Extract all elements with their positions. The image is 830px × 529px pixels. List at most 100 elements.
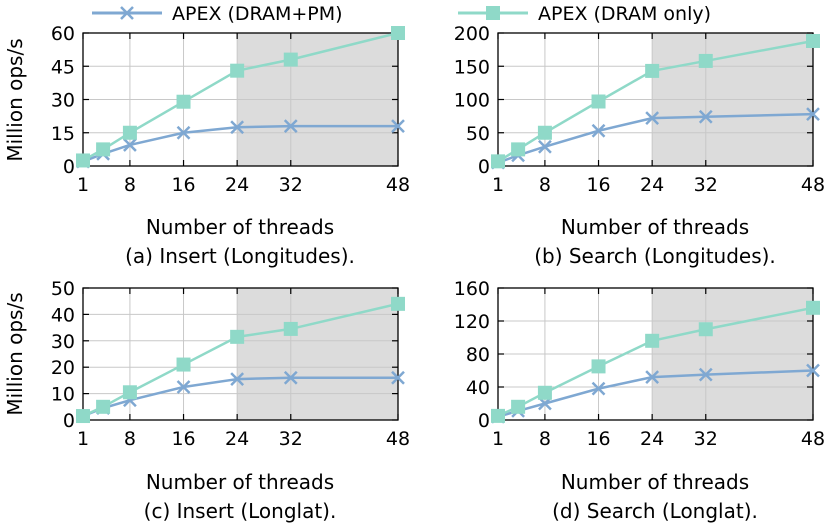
data-point [511, 399, 526, 414]
x-tick-label: 16 [171, 428, 195, 450]
x-tick-label: 48 [386, 174, 410, 196]
y-tick-label: 120 [454, 311, 490, 333]
data-point [806, 33, 820, 48]
y-tick-label: 150 [454, 56, 490, 78]
data-point [645, 111, 660, 126]
y-tick-label: 200 [454, 23, 490, 45]
x-axis-label: Number of threads [146, 215, 334, 239]
data-point [96, 399, 111, 414]
x-tick-label: 24 [640, 428, 664, 450]
data-point [283, 52, 298, 67]
y-tick-label: 15 [51, 123, 75, 145]
plot-frame [82, 287, 399, 421]
x-tick-label: 32 [694, 174, 718, 196]
legend-label: APEX (DRAM+PM) [172, 3, 343, 25]
data-point [491, 408, 505, 423]
data-point [491, 154, 505, 169]
data-point [230, 120, 245, 135]
data-point [391, 26, 405, 40]
data-point [645, 370, 660, 384]
data-point [698, 322, 713, 337]
y-axis-label: Million ops/s [3, 38, 27, 161]
data-point [698, 367, 713, 382]
y-tick-label: 0 [63, 156, 75, 178]
data-point [591, 123, 606, 138]
data-point [511, 142, 526, 157]
legend-label: APEX (DRAM only) [538, 3, 711, 25]
data-point [76, 153, 90, 168]
legend-marker [120, 6, 134, 20]
y-tick-label: 80 [466, 344, 490, 366]
x-tick-label: 16 [586, 428, 610, 450]
x-tick-label: 1 [77, 428, 89, 450]
data-point [591, 359, 606, 374]
data-point [537, 385, 552, 400]
x-axis-label: Number of threads [561, 215, 749, 239]
y-tick-label: 40 [51, 304, 75, 326]
data-point [538, 139, 552, 154]
data-point [283, 321, 298, 336]
y-tick-label: 50 [466, 123, 490, 145]
data-point [591, 381, 606, 396]
x-tick-label: 16 [586, 174, 610, 196]
panel-caption: (c) Insert (Longlat). [144, 499, 337, 523]
y-tick-label: 30 [51, 90, 75, 112]
data-point [176, 357, 191, 372]
legend-marker [486, 6, 500, 20]
data-point [230, 63, 245, 78]
data-point [283, 119, 298, 133]
data-point [806, 300, 820, 315]
panel-caption: (d) Search (Longlat). [552, 499, 758, 523]
data-point [391, 119, 405, 133]
data-point [122, 125, 137, 140]
x-tick-label: 48 [801, 174, 825, 196]
x-tick-label: 8 [539, 428, 551, 450]
legend-entry: APEX (DRAM+PM) [92, 3, 343, 25]
data-point [537, 125, 552, 140]
y-tick-label: 0 [63, 410, 75, 432]
y-tick-label: 0 [478, 410, 490, 432]
data-point [176, 125, 191, 140]
series-dram-only [491, 300, 820, 423]
panel-caption: (b) Search (Longitudes). [534, 244, 776, 268]
x-axis-label: Number of threads [146, 470, 334, 494]
data-point [698, 53, 713, 68]
y-tick-label: 45 [51, 56, 75, 78]
y-tick-label: 40 [466, 377, 490, 399]
data-point [283, 370, 298, 385]
x-axis-label: Number of threads [561, 470, 749, 494]
data-point [391, 370, 405, 385]
shaded-region [237, 288, 398, 420]
x-tick-label: 32 [279, 428, 303, 450]
panel-caption: (a) Insert (Longitudes). [125, 244, 355, 268]
x-tick-label: 48 [386, 428, 410, 450]
series-dram-only [76, 26, 405, 168]
data-point [230, 329, 245, 344]
series-dram-only [491, 33, 820, 169]
y-tick-label: 10 [51, 384, 75, 406]
x-tick-label: 8 [539, 174, 551, 196]
data-point [230, 372, 245, 386]
data-point [176, 94, 191, 109]
series-dram-only [76, 296, 405, 424]
y-tick-label: 100 [454, 90, 490, 112]
legend-entry: APEX (DRAM only) [458, 3, 711, 25]
x-tick-label: 24 [225, 174, 249, 196]
x-tick-label: 32 [279, 174, 303, 196]
data-point [123, 138, 137, 152]
x-tick-label: 1 [492, 428, 504, 450]
y-tick-label: 50 [51, 278, 75, 300]
x-tick-label: 1 [77, 174, 89, 196]
x-tick-label: 1 [492, 174, 504, 196]
y-tick-label: 0 [478, 156, 490, 178]
data-point [76, 409, 90, 424]
y-tick-label: 20 [51, 357, 75, 379]
y-tick-label: 30 [51, 331, 75, 353]
data-point [806, 363, 820, 378]
data-point [645, 63, 660, 78]
